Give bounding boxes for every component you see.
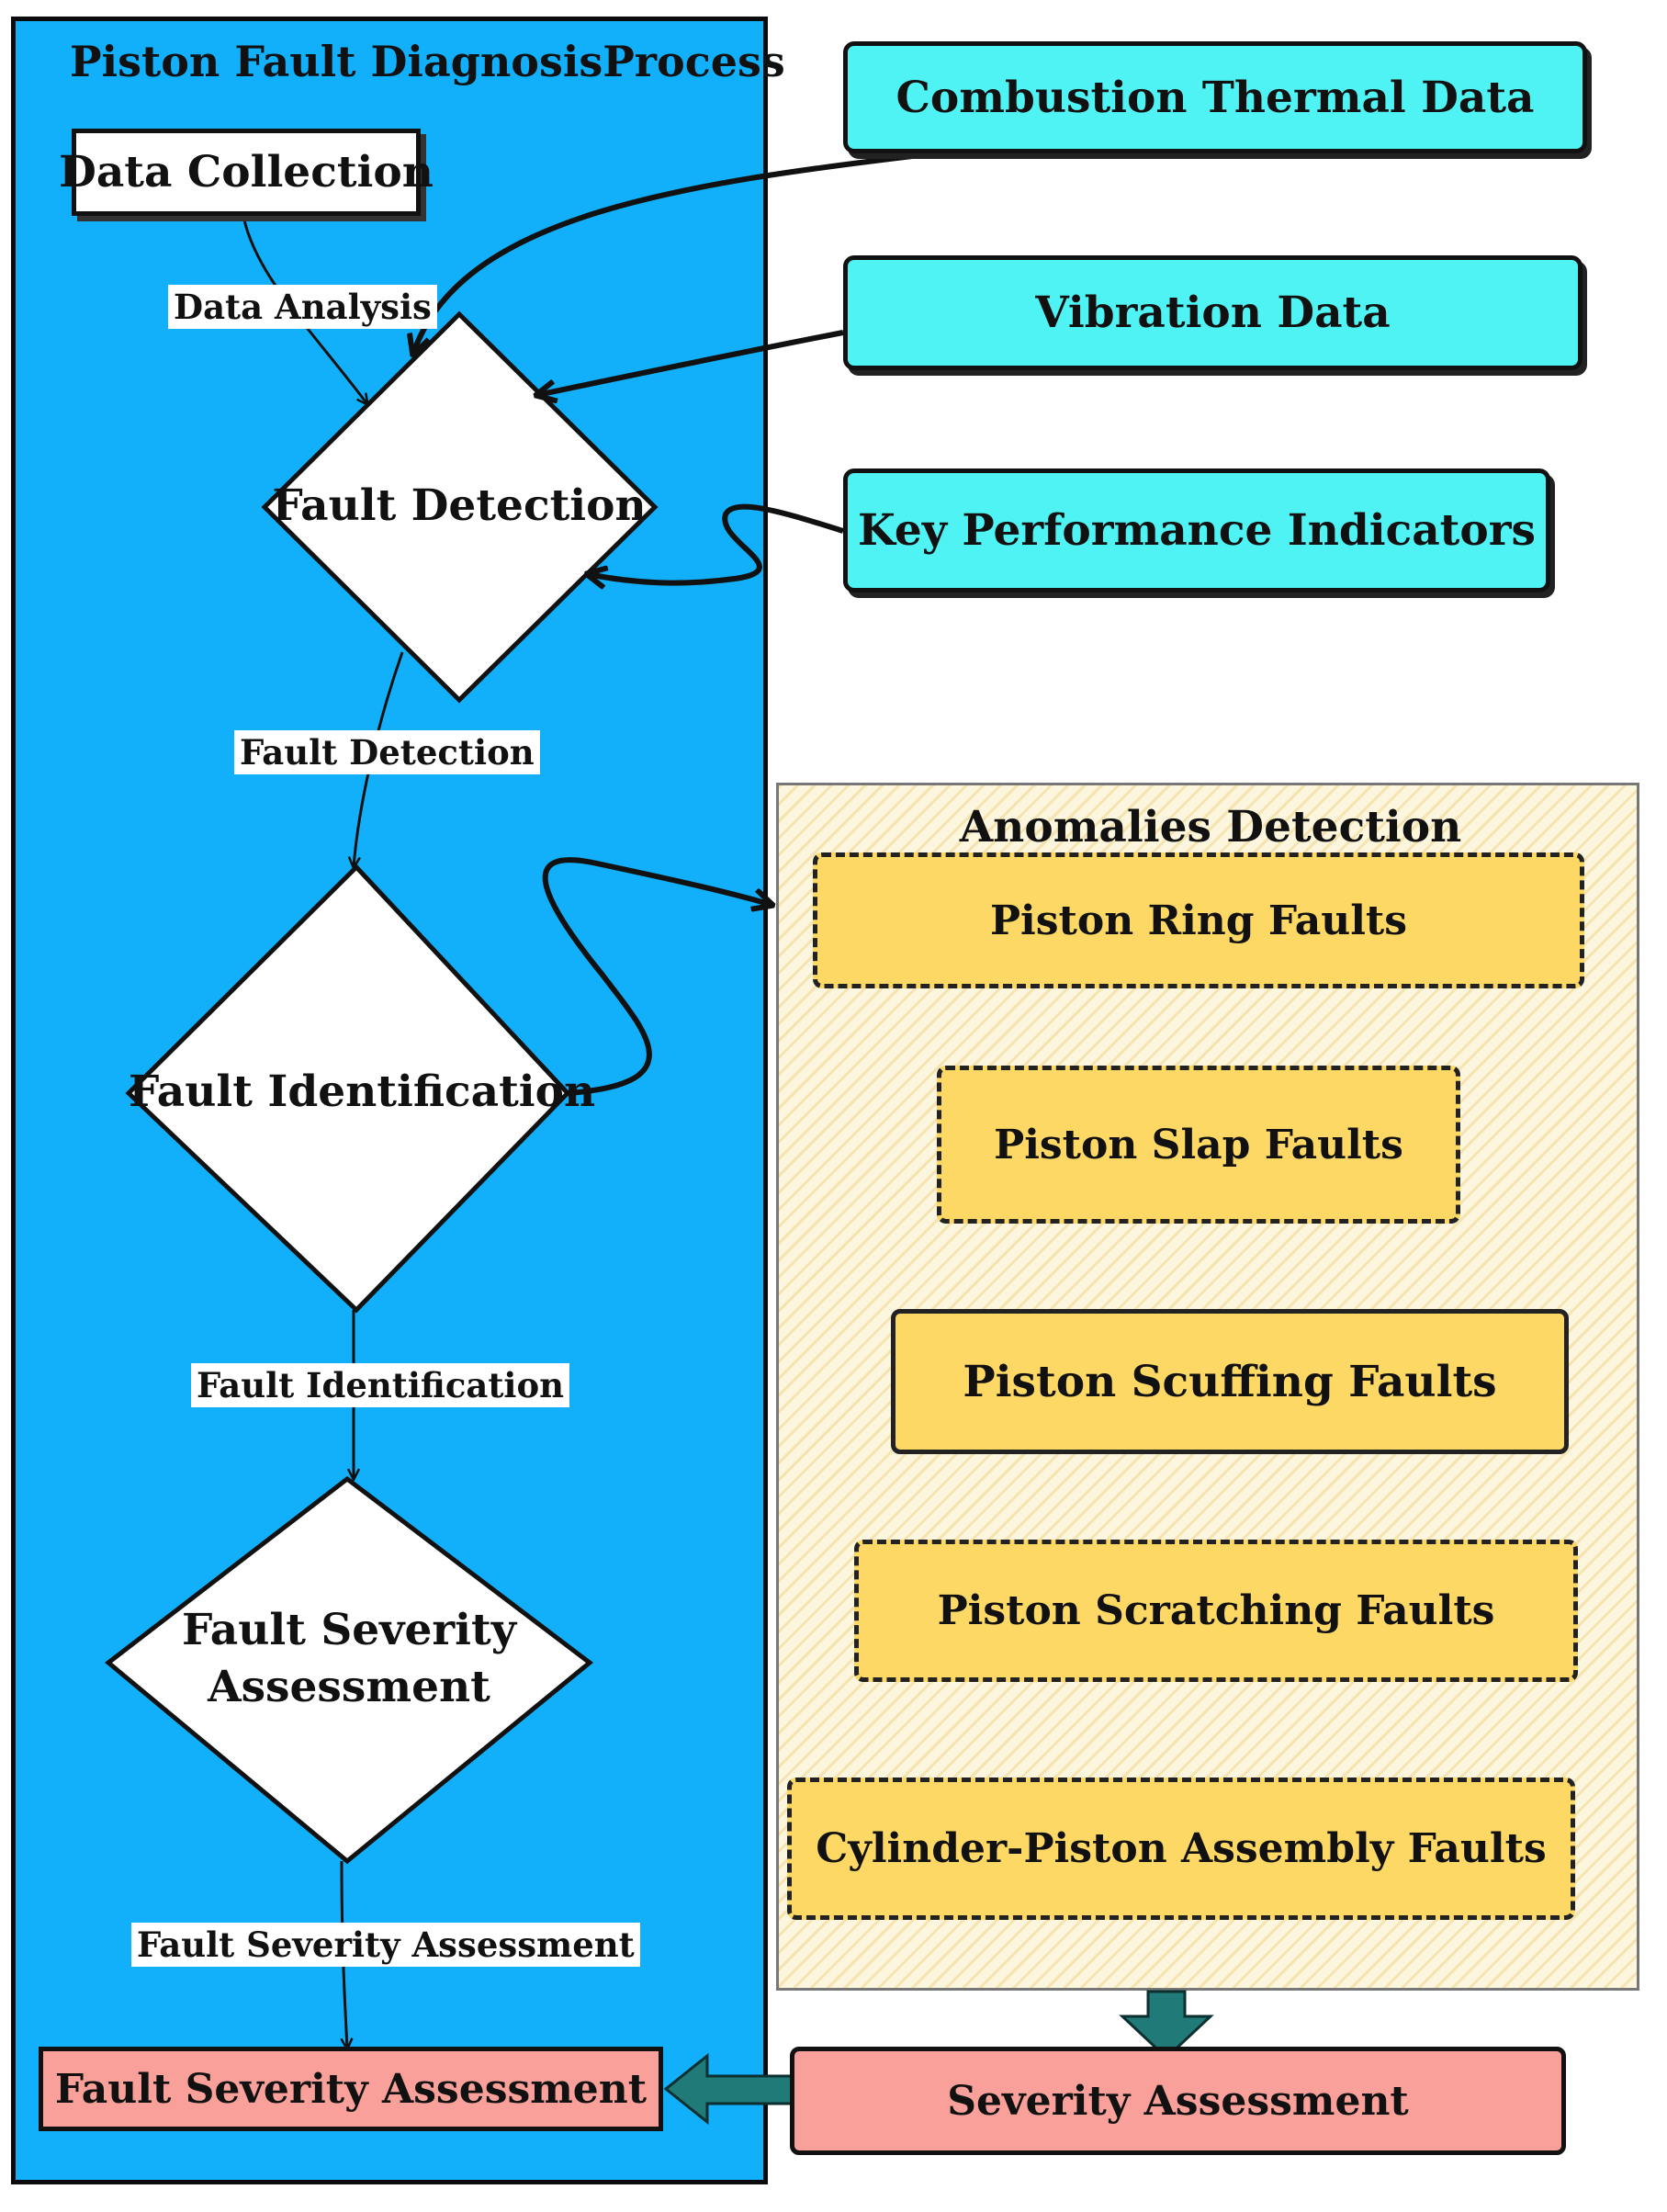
lane-title: Piston Fault DiagnosisProcess [70, 37, 785, 86]
edge-label-fault-identification: Fault Identification [191, 1363, 570, 1407]
piston-scratching-faults-box: Piston Scratching Faults [854, 1540, 1578, 1682]
edge-kpi-input [588, 503, 844, 583]
vibration-data-box: Vibration Data [843, 255, 1583, 370]
fault-severity-diamond [104, 1475, 594, 1865]
fault-identification-diamond [125, 863, 571, 1314]
edge-identification-to-anomalies [542, 857, 772, 1096]
piston-slap-faults-box: Piston Slap Faults [937, 1066, 1460, 1224]
fault-detection-label: Fault Detection [272, 480, 647, 531]
edge-vibration-input [537, 330, 844, 395]
edge-label-fault-detection: Fault Detection [234, 730, 540, 774]
down-block-arrow [1119, 1990, 1214, 2060]
key-performance-indicators-box: Key Performance Indicators [843, 468, 1550, 592]
edge-combustion-input [413, 152, 929, 354]
edge-label-fault-severity-assessment: Fault Severity Assessment [131, 1923, 640, 1967]
piston-scuffing-faults-box: Piston Scuffing Faults [891, 1309, 1569, 1454]
data-collection-box: Data Collection [59, 129, 434, 216]
edge-label-data-analysis: Data Analysis [168, 285, 437, 329]
cylinder-piston-assembly-faults-box: Cylinder-Piston Assembly Faults [787, 1778, 1575, 1920]
anomalies-title: Anomalies Detection [959, 802, 1462, 852]
combustion-thermal-data-box: Combustion Thermal Data [843, 41, 1587, 153]
fault-severity-label-line1: Fault Severity [181, 1605, 517, 1655]
fault-detection-diamond [261, 310, 659, 704]
fault-severity-assessment-box: Fault Severity Assessment [39, 2047, 663, 2131]
severity-assessment-box: Severity Assessment [790, 2047, 1566, 2155]
fault-severity-label-line2: Assessment [208, 1662, 490, 1712]
piston-ring-faults-box: Piston Ring Faults [813, 852, 1584, 988]
fault-identification-label: Fault Identification [129, 1066, 596, 1117]
